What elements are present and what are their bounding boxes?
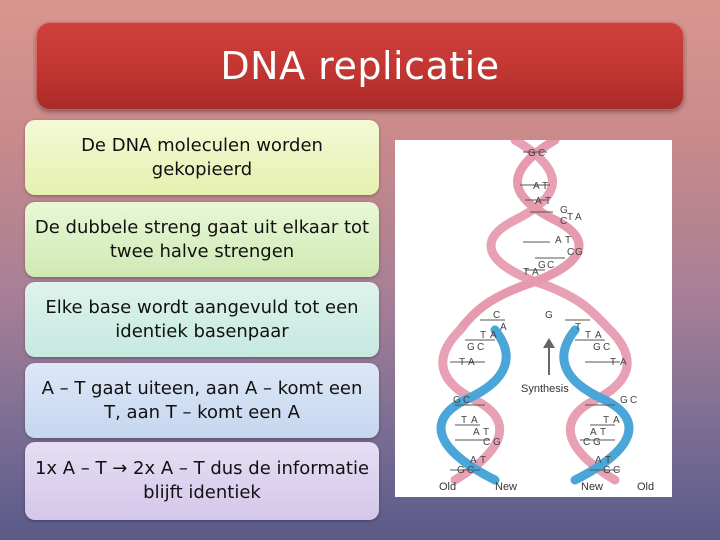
svg-text:C: C xyxy=(493,310,500,321)
svg-text:C: C xyxy=(538,148,545,159)
svg-text:C: C xyxy=(613,465,620,476)
svg-text:G: G xyxy=(575,247,583,258)
step-4: A – T gaat uiteen, aan A – komt een T, a… xyxy=(25,363,379,438)
svg-text:G: G xyxy=(493,437,501,448)
svg-text:A: A xyxy=(595,455,602,466)
label-new-right: New xyxy=(581,481,603,493)
svg-text:A: A xyxy=(595,330,602,341)
svg-text:T: T xyxy=(605,455,611,466)
svg-text:G: G xyxy=(603,465,611,476)
svg-text:T: T xyxy=(483,427,489,438)
title-banner: DNA replicatie xyxy=(36,22,684,110)
new-strand-right xyxy=(559,325,634,485)
svg-text:G: G xyxy=(453,395,461,406)
svg-text:G: G xyxy=(593,437,601,448)
svg-text:T: T xyxy=(545,196,551,207)
svg-text:G: G xyxy=(467,342,475,353)
step-2: De dubbele streng gaat uit elkaar tot tw… xyxy=(25,202,379,277)
svg-text:T: T xyxy=(585,330,591,341)
label-new-left: New xyxy=(495,481,517,493)
svg-text:C: C xyxy=(463,395,470,406)
step-3: Elke base wordt aangevuld tot een identi… xyxy=(25,282,379,357)
svg-text:G: G xyxy=(593,342,601,353)
label-old-left: Old xyxy=(439,481,456,493)
svg-text:A: A xyxy=(470,455,477,466)
svg-text:A: A xyxy=(535,196,542,207)
svg-text:A: A xyxy=(575,212,582,223)
new-strand-left xyxy=(436,325,511,485)
svg-text:T: T xyxy=(480,455,486,466)
step-5: 1x A – T → 2x A – T dus de informatie bl… xyxy=(25,442,379,520)
svg-text:A: A xyxy=(620,357,627,368)
svg-text:C: C xyxy=(630,395,637,406)
svg-text:T: T xyxy=(565,235,571,246)
svg-text:C: C xyxy=(560,216,567,227)
svg-text:G: G xyxy=(560,205,568,216)
label-old-right: Old xyxy=(637,481,654,493)
svg-text:C: C xyxy=(583,437,590,448)
svg-text:T: T xyxy=(567,212,573,223)
svg-text:T: T xyxy=(459,357,465,368)
svg-text:T: T xyxy=(575,322,581,333)
svg-text:T: T xyxy=(461,415,467,426)
svg-text:C: C xyxy=(467,465,474,476)
base-pair-rungs-top xyxy=(520,151,565,271)
svg-text:T: T xyxy=(542,181,548,192)
synthesis-label: Synthesis xyxy=(521,383,569,395)
old-strand-top-a xyxy=(486,140,615,335)
step-1: De DNA moleculen worden gekopieerd xyxy=(25,120,379,195)
svg-text:C: C xyxy=(547,260,554,271)
svg-text:G: G xyxy=(457,465,465,476)
svg-text:A: A xyxy=(490,330,497,341)
svg-text:A: A xyxy=(471,415,478,426)
svg-text:A: A xyxy=(613,415,620,426)
svg-text:T: T xyxy=(610,357,616,368)
svg-text:A: A xyxy=(468,357,475,368)
synthesis-arrow xyxy=(543,338,555,375)
svg-text:T: T xyxy=(600,427,606,438)
svg-text:A: A xyxy=(533,181,540,192)
svg-text:C: C xyxy=(483,437,490,448)
svg-text:G: G xyxy=(528,148,536,159)
svg-text:T: T xyxy=(523,267,529,278)
svg-text:A: A xyxy=(473,427,480,438)
svg-text:T: T xyxy=(603,415,609,426)
svg-text:A: A xyxy=(500,322,507,333)
slide-title: DNA replicatie xyxy=(220,44,500,88)
old-strand-top-b xyxy=(455,140,584,335)
svg-text:A: A xyxy=(532,267,539,278)
svg-text:A: A xyxy=(555,235,562,246)
svg-text:G: G xyxy=(538,260,546,271)
svg-text:T: T xyxy=(480,330,486,341)
svg-text:C: C xyxy=(477,342,484,353)
base-pair-rungs-fork xyxy=(450,319,620,471)
svg-text:C: C xyxy=(567,247,574,258)
svg-text:G: G xyxy=(545,310,553,321)
svg-text:A: A xyxy=(590,427,597,438)
svg-text:C: C xyxy=(603,342,610,353)
svg-text:G: G xyxy=(620,395,628,406)
